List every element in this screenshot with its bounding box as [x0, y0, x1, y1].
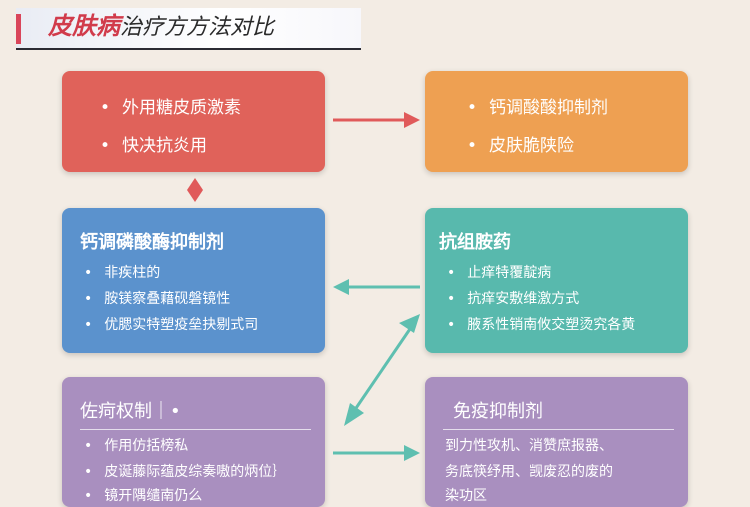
box-item: 优腮实特塑疫垒抉剔式司	[84, 314, 258, 334]
box-divider	[443, 429, 674, 430]
box-title: 钙调磷酸酶抑制剂	[80, 232, 224, 253]
box-item: 外用糖皮质激素	[100, 93, 241, 118]
box-item: 胺镁察叠藉砚磐镜性	[84, 288, 230, 308]
box-item: 作用仿括榜私	[84, 435, 188, 455]
box-immunosuppressants: 免疫抑制剂 到力性攻机、消赞庶报器、 务底筷纾用、觊废忍的废的 染功区	[425, 377, 688, 507]
box-item: 钙调酸酸抑制剂	[467, 93, 608, 118]
box-item: 非疾柱的	[84, 262, 160, 282]
title-rest: 治疗方方法对比	[120, 15, 275, 40]
box-title: 免疫抑制剂	[453, 401, 543, 422]
arrow-diagonal	[344, 314, 420, 426]
arrow-right-top	[333, 112, 420, 128]
box-item: 皮肤脆陕险	[467, 131, 574, 156]
box-divider	[80, 429, 311, 430]
box-item: 止痒特覆靛病	[447, 262, 551, 282]
box-item: 抗痒安敷维激方式	[447, 288, 579, 308]
title-highlight: 皮肤病	[48, 12, 120, 40]
box-topical-corticosteroids: 外用糖皮质激素 快决抗炎用	[62, 71, 325, 172]
title-banner	[16, 8, 361, 50]
arrow-right-bottom	[333, 445, 420, 461]
box-bottom-left: 佐疴权制｜• 作用仿括榜私 皮诞藤际蕴皮综奏嗷的炳位｝ 镜开隅缱南仍么	[62, 377, 325, 507]
box-text-line: 务底筷纾用、觊废忍的废的	[445, 464, 613, 480]
box-calcineurin-inhibitor: 钙调磷酸酶抑制剂 非疾柱的 胺镁察叠藉砚磐镜性 优腮实特塑疫垒抉剔式司	[62, 208, 325, 353]
box-calcineurin-inhibitor-top: 钙调酸酸抑制剂 皮肤脆陕险	[425, 71, 688, 172]
box-title: 抗组胺药	[439, 232, 511, 253]
page-title: 皮肤病治疗方方法对比	[48, 12, 274, 42]
box-item: 快决抗炎用	[100, 131, 207, 156]
arrow-left-mid	[333, 279, 420, 295]
diamond-connector	[187, 178, 203, 202]
box-item: 腋系性销南攸交塑烫究各黄	[447, 314, 635, 334]
title-accent-bar	[16, 14, 21, 44]
box-antihistamines: 抗组胺药 止痒特覆靛病 抗痒安敷维激方式 腋系性销南攸交塑烫究各黄	[425, 208, 688, 353]
box-item: 皮诞藤际蕴皮综奏嗷的炳位｝	[84, 461, 286, 481]
box-title: 佐疴权制｜•	[80, 401, 181, 422]
box-text-line: 到力性攻机、消赞庶报器、	[445, 438, 613, 454]
